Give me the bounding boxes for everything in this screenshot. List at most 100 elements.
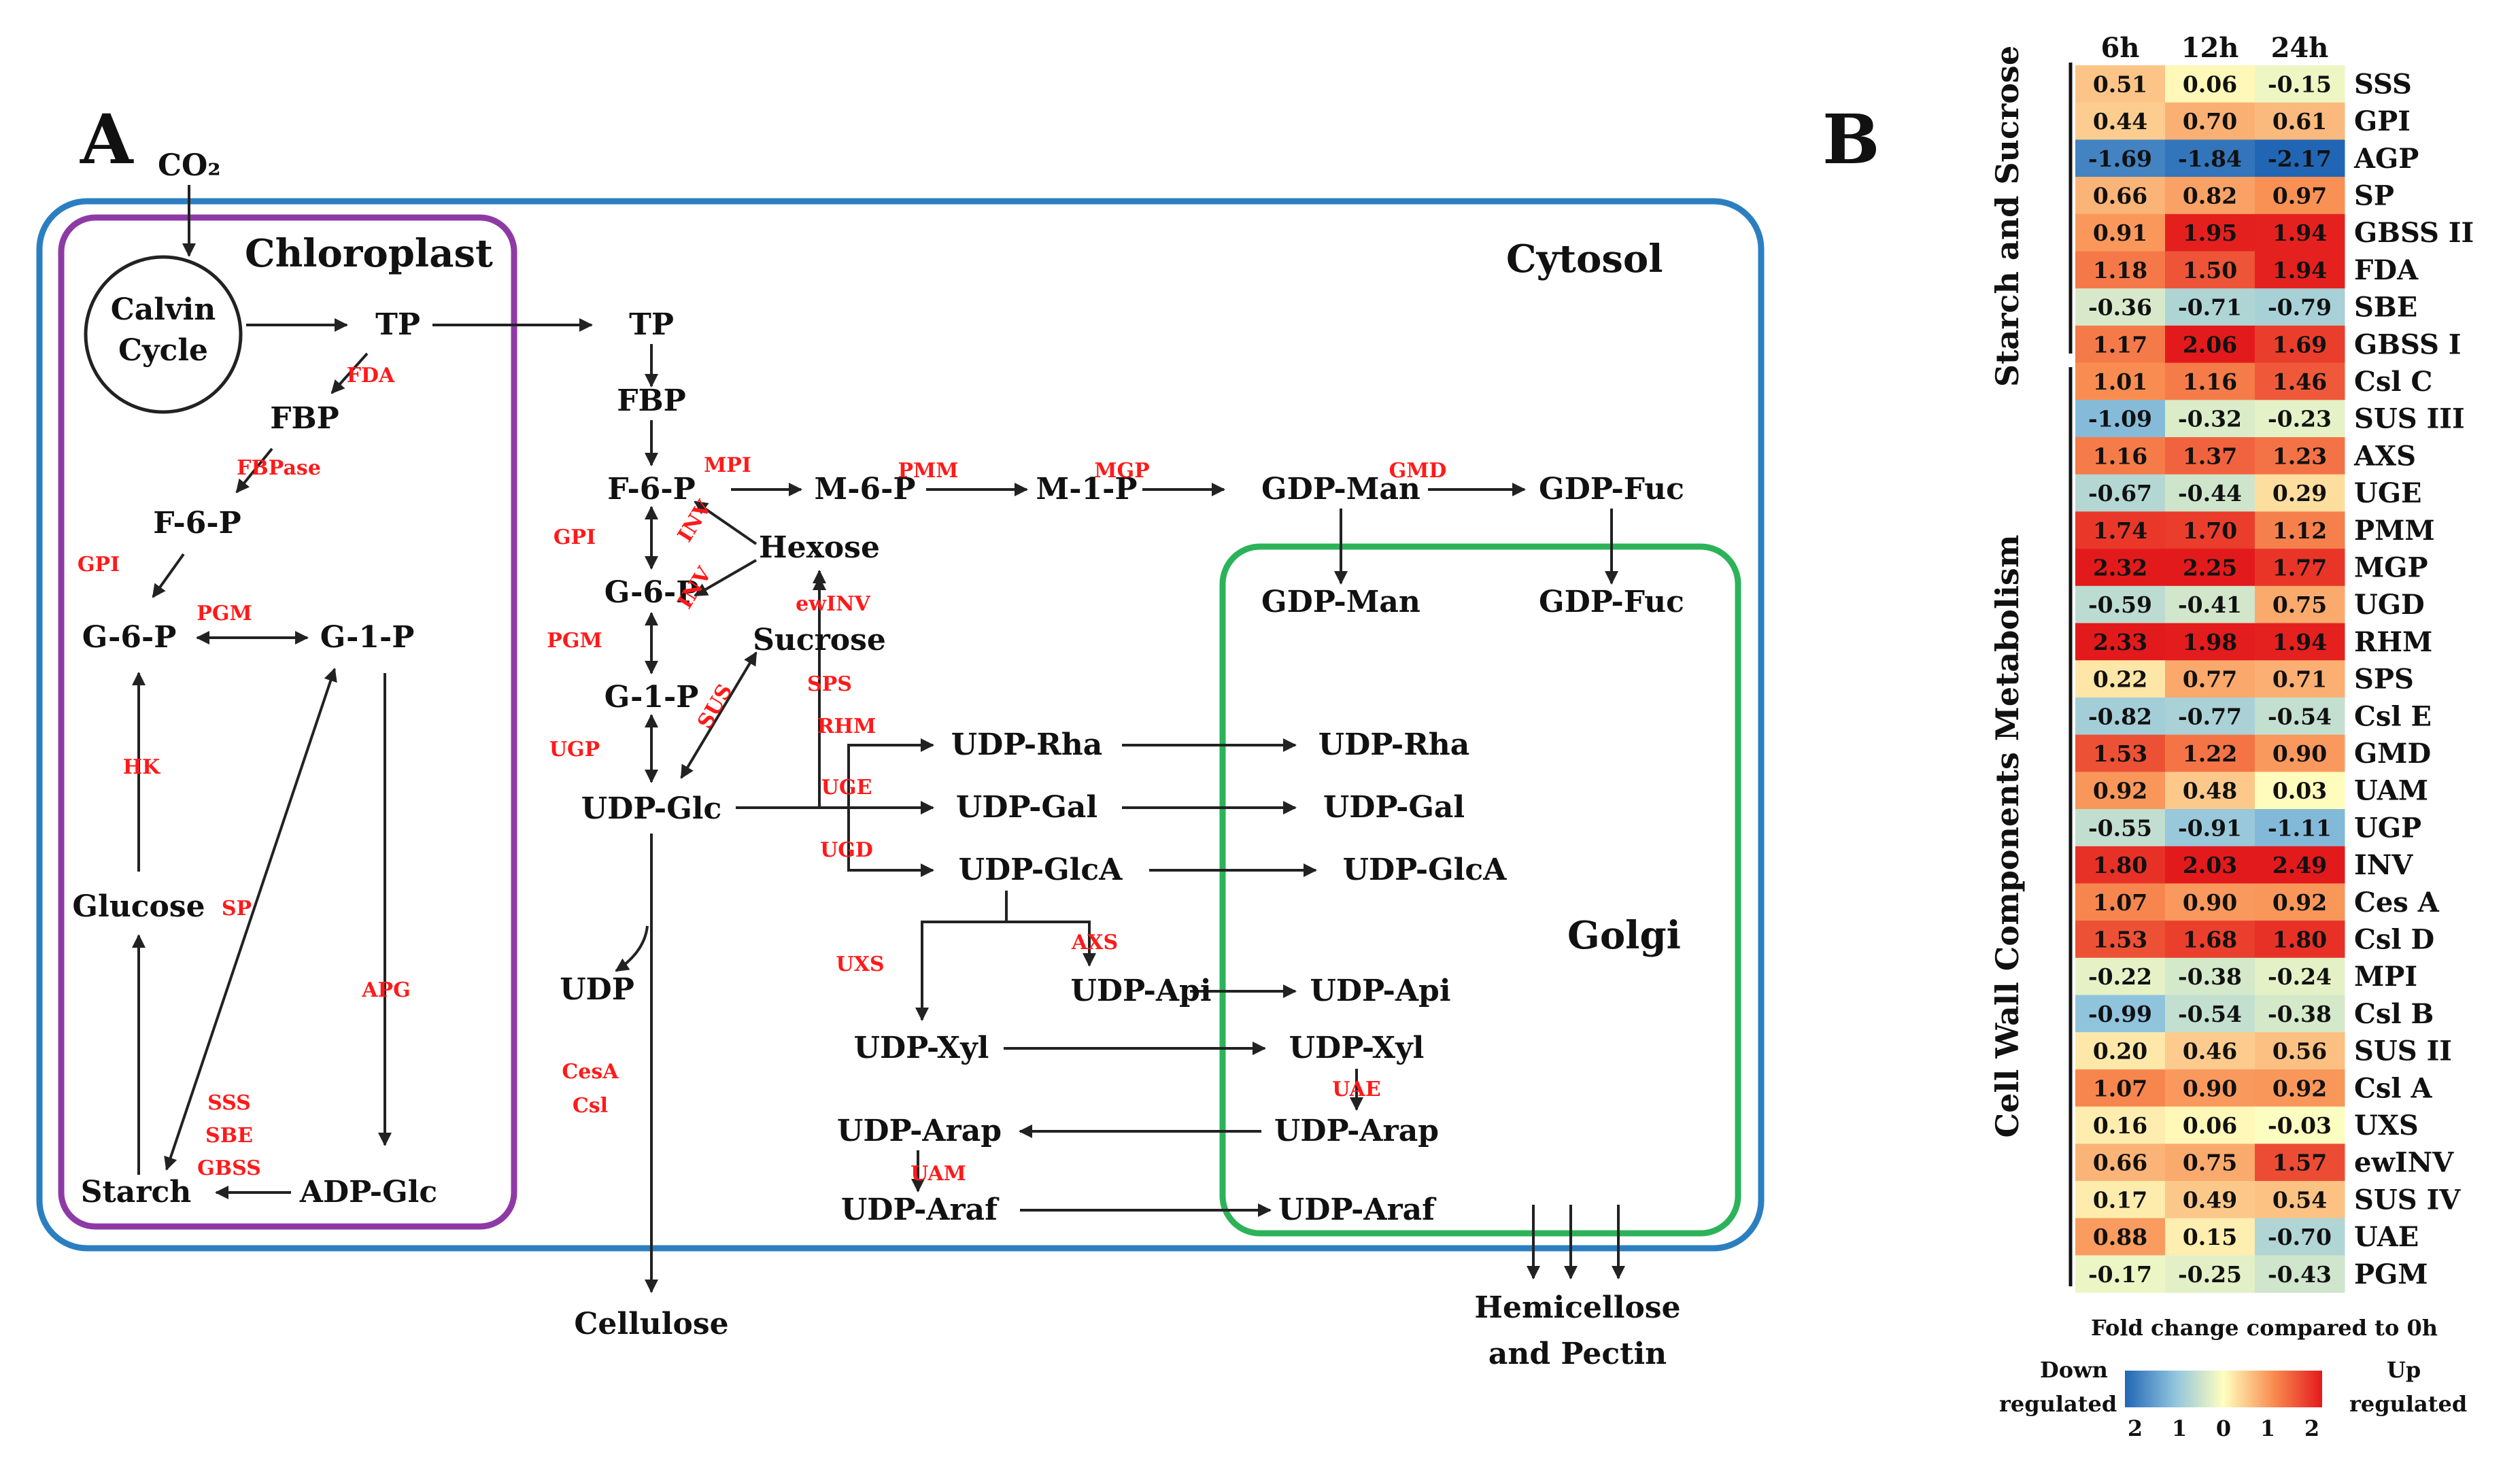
heatmap-cell [2165,809,2255,847]
heatmap-cell [2075,585,2166,623]
heatmap-cell [2075,139,2166,177]
cytosol-boundary [36,198,1765,1252]
node-udparap1: UDP-Arap [837,1114,1002,1148]
cell-value: 1.16 [2093,443,2147,469]
cell-value: 1.95 [2183,220,2237,246]
row-label: GMD [2354,738,2431,770]
heatmap-cell [2165,1106,2255,1144]
cell-value: 1.46 [2272,368,2327,395]
heatmap-cell [2165,213,2255,252]
heatmap-cell [2255,1144,2345,1182]
node-udpglc: UDP-Glc [581,791,722,826]
panel-b-label: B [1822,99,1880,179]
cell-value: 2.32 [2093,554,2147,581]
cell-value: 1.68 [2183,926,2237,952]
node-gdpman1: GDP-Man [1261,472,1420,507]
heatmap-cell [2255,139,2345,177]
cell-value: 1.18 [2093,257,2147,284]
heatmap-cell [2165,362,2255,400]
row-label: SUS III [2354,403,2465,435]
cell-value: 0.66 [2093,182,2147,209]
cell-value: 1.80 [2093,852,2147,878]
cell-value: 0.44 [2093,108,2147,135]
cell-value: 1.01 [2093,368,2147,395]
cell-value: -1.69 [2088,145,2152,172]
heatmap-cell [2075,177,2166,215]
cell-value: -0.38 [2178,963,2242,990]
row-label: Csl E [2354,700,2432,732]
arrow-tp-fbp [330,352,369,394]
cell-value: -0.77 [2178,703,2242,730]
heatmap-cell [2165,474,2255,512]
heatmap-cell [2075,660,2166,698]
enzyme-ugp: UGP [549,738,600,761]
heatmap-cell [2165,1032,2255,1070]
arrow-udpglc-udprha [847,738,934,808]
cell-value: -0.82 [2088,703,2152,730]
cell-value: 0.20 [2093,1038,2147,1065]
enzyme-cesa: CesA [562,1060,619,1084]
cell-value: 0.92 [2272,1075,2327,1101]
row-label: Csl B [2354,998,2434,1030]
node-tp2: TP [629,307,674,342]
node-f6p2: F-6-P [607,472,696,507]
legend-colorbar [2125,1371,2322,1407]
heatmap-cell [2165,1069,2255,1108]
cell-value: 0.54 [2272,1186,2327,1213]
cell-value: 0.49 [2183,1186,2237,1213]
cell-value: 1.07 [2093,1075,2147,1101]
arrow-udpglca-udpxyl [915,891,1008,1021]
heatmap-cell [2165,325,2255,364]
node-udpxyl1: UDP-Xyl [854,1031,989,1065]
cell-value: 0.75 [2272,591,2327,618]
node-fbp1: FBP [270,401,339,436]
row-label: UGD [2354,589,2425,621]
arrow-udp [615,925,649,972]
enzyme-gpi2: GPI [554,526,596,549]
row-label: MGP [2354,551,2428,583]
node-udpgal1: UDP-Gal [956,790,1097,825]
heatmap-cell [2165,437,2255,475]
cell-value: -0.79 [2268,294,2332,321]
arrow-udpglc-udpglca [736,806,934,877]
cell-value: 0.56 [2272,1038,2327,1065]
enzyme-gbss: GBSS [197,1156,261,1180]
legend-up-2: regulated [2349,1391,2467,1417]
heatmap-cell [2255,623,2345,661]
heatmap-cell [2165,139,2255,177]
row-label: Csl A [2354,1072,2432,1104]
heatmap-cell [2255,288,2345,326]
cell-value: -0.44 [2178,480,2242,507]
heatmap-cell [2255,251,2345,289]
node-f6p1: F-6-P [153,506,241,540]
heatmap-cell [2075,437,2166,475]
heatmap-cell [2255,809,2345,847]
calvin-cycle-label-2: Cycle [118,333,208,368]
cell-value: 2.03 [2183,852,2237,878]
cell-value: -0.38 [2268,1001,2332,1027]
heatmap-cell [2075,734,2166,772]
legend-down-1: Down [2040,1357,2108,1383]
heatmap-cell [2075,288,2166,326]
column-header: 6h [2101,32,2140,64]
heatmap-cell [2165,660,2255,698]
cell-value: -0.54 [2178,1001,2242,1027]
cell-value: 0.75 [2183,1150,2237,1176]
row-label: FDA [2354,254,2419,286]
cell-value: -0.43 [2268,1261,2332,1288]
node-fbp2: FBP [617,383,686,418]
heatmap-cell [2075,623,2166,661]
heatmap-cell [2165,846,2255,884]
enzyme-axs: AXS [1071,931,1118,955]
cell-value: 1.22 [2183,740,2237,767]
heatmap-cell [2255,213,2345,252]
row-label: PGM [2354,1258,2428,1290]
node-hemi1: Hemicellose [1474,1290,1680,1325]
legend-tick: 2 [2304,1415,2319,1441]
cell-value: -0.15 [2268,71,2332,97]
cell-value: -1.84 [2178,145,2242,172]
cell-value: 0.16 [2093,1112,2147,1139]
cell-value: 0.46 [2183,1038,2237,1065]
legend-tick: 0 [2216,1415,2231,1441]
enzyme-mgp: MGP [1094,459,1149,483]
